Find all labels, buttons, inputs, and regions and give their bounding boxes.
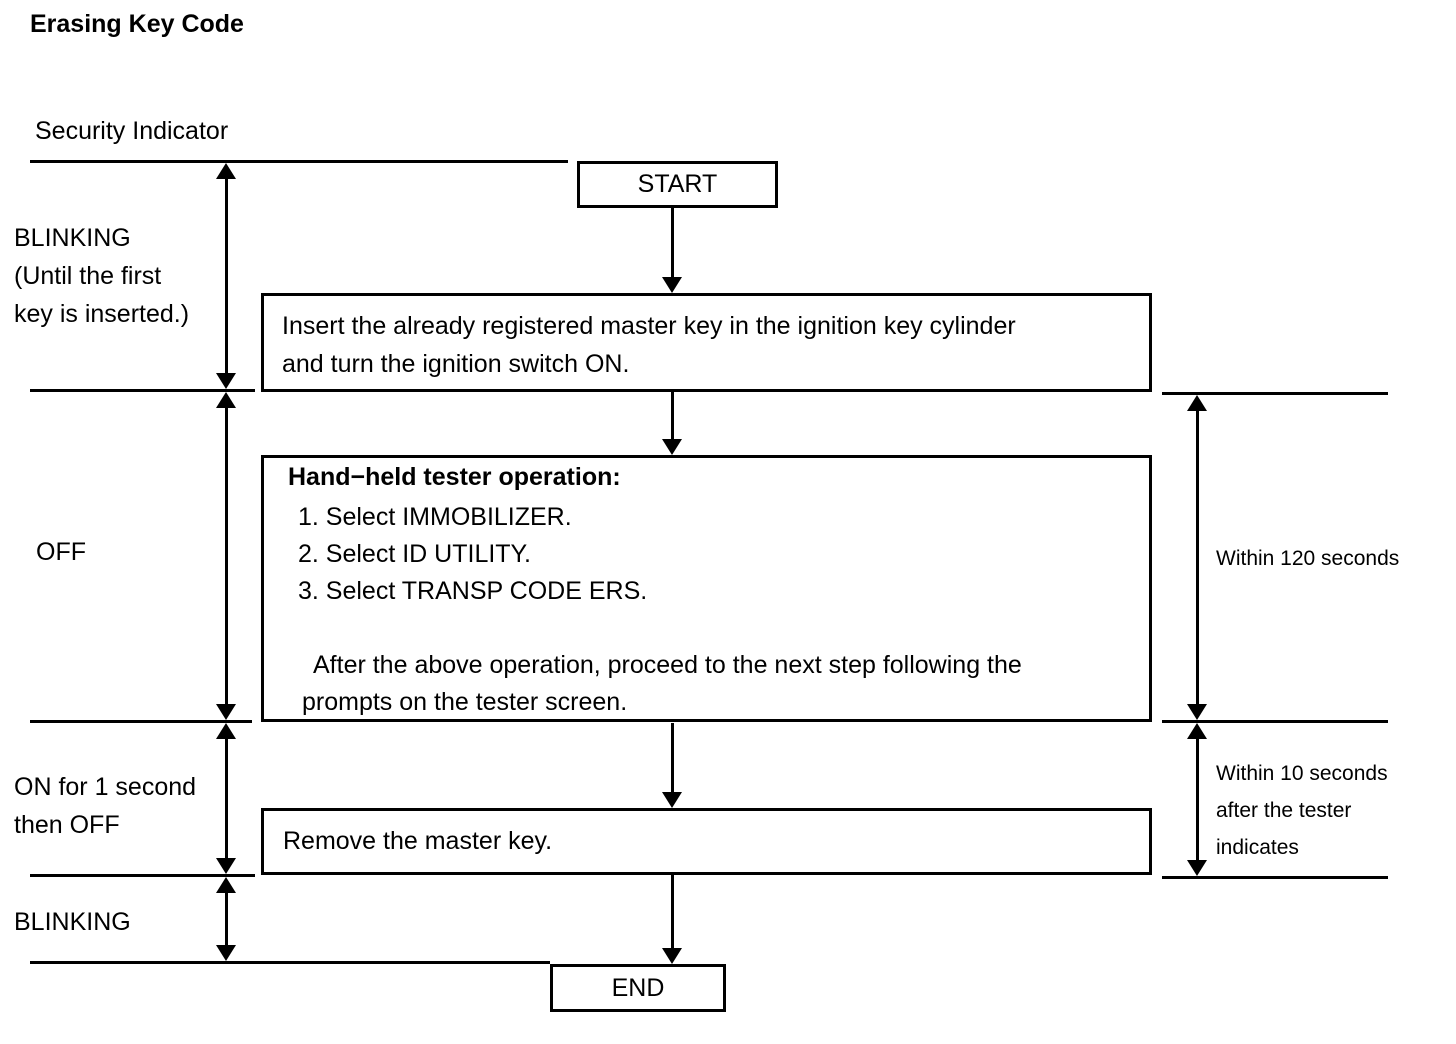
arrowhead-down-icon: [216, 858, 236, 874]
end-box: END: [550, 964, 726, 1012]
state-label-off: OFF: [36, 533, 86, 571]
state-label-blinking-initial: BLINKING (Until the first key is inserte…: [14, 219, 189, 333]
arrowhead-down-icon: [662, 277, 682, 293]
flow-arrow-4: [662, 875, 682, 964]
security-indicator-label: Security Indicator: [35, 117, 229, 145]
timeline-line-2: [30, 389, 255, 392]
arrowhead-down-icon: [216, 704, 236, 720]
arrowhead-down-icon: [216, 945, 236, 961]
arrow-stem: [225, 400, 228, 712]
end-label: END: [611, 973, 665, 1002]
timeline-line-top: [30, 160, 568, 163]
state-arrow-off: [216, 392, 236, 720]
arrow-stem: [225, 731, 228, 866]
state-label-line: BLINKING: [14, 908, 131, 936]
arrowhead-down-icon: [1187, 860, 1207, 876]
state-label-on-then-off: ON for 1 second then OFF: [14, 768, 196, 844]
step2-item-1: 1. Select IMMOBILIZER.: [298, 503, 572, 531]
arrowhead-down-icon: [216, 373, 236, 389]
step2-item-2: 2. Select ID UTILITY.: [298, 540, 531, 568]
arrow-stem: [671, 723, 674, 794]
duration-label-line: after the tester: [1216, 799, 1352, 822]
arrow-stem: [1196, 403, 1199, 712]
timeline-line-3: [30, 720, 252, 723]
timeline-line-bottom: [30, 961, 550, 964]
step1-text-line: and turn the ignition switch ON.: [282, 350, 630, 378]
state-label-line: key is inserted.): [14, 300, 190, 328]
duration-label-line: Within 10 seconds: [1216, 762, 1388, 785]
step2-note-line: After the above operation, proceed to th…: [313, 651, 1022, 679]
arrowhead-down-icon: [1187, 704, 1207, 720]
step2-heading: Hand−held tester operation:: [288, 463, 621, 491]
duration-label-120s: Within 120 seconds: [1216, 540, 1399, 577]
step3-box: Remove the master key.: [261, 808, 1152, 875]
arrow-stem: [671, 208, 674, 279]
arrow-stem: [1196, 731, 1199, 868]
flow-arrow-2: [662, 392, 682, 455]
state-arrow-on-then-off: [216, 723, 236, 874]
state-label-line: then OFF: [14, 811, 120, 839]
step3-text-line: Remove the master key.: [283, 827, 553, 855]
start-label: START: [637, 170, 718, 198]
arrow-stem: [225, 171, 228, 381]
state-label-line: ON for 1 second: [14, 773, 197, 801]
duration-line-bottom: [1162, 876, 1388, 879]
duration-line-top: [1162, 392, 1388, 395]
arrowhead-down-icon: [662, 792, 682, 808]
duration-arrow-10s: [1187, 723, 1207, 876]
arrow-stem: [671, 875, 674, 950]
step1-text-line: Insert the already registered master key…: [282, 312, 1016, 340]
step2-note-line: prompts on the tester screen.: [302, 688, 628, 716]
duration-label-10s: Within 10 seconds after the tester indic…: [1216, 755, 1388, 866]
state-label-line: BLINKING: [14, 224, 131, 252]
start-box: START: [577, 161, 778, 208]
step1-box: Insert the already registered master key…: [261, 293, 1152, 392]
state-arrow-blinking-final: [216, 877, 236, 961]
state-arrow-blinking-initial: [216, 163, 236, 389]
arrow-stem: [671, 392, 674, 441]
duration-line-mid: [1162, 720, 1388, 723]
state-label-blinking-final: BLINKING: [14, 903, 131, 941]
timeline-line-4: [30, 874, 255, 877]
flow-arrow-3: [662, 723, 682, 808]
arrow-stem: [225, 885, 228, 953]
duration-label-line: indicates: [1216, 836, 1299, 859]
page-title: Erasing Key Code: [30, 10, 244, 38]
duration-label-line: Within 120 seconds: [1216, 547, 1400, 570]
duration-arrow-120s: [1187, 395, 1207, 720]
state-label-line: OFF: [36, 538, 86, 566]
step2-box: Hand−held tester operation: 1. Select IM…: [261, 455, 1152, 722]
flow-arrow-1: [662, 208, 682, 293]
step2-item-3: 3. Select TRANSP CODE ERS.: [298, 577, 648, 605]
state-label-line: (Until the first: [14, 262, 162, 290]
arrowhead-down-icon: [662, 439, 682, 455]
arrowhead-down-icon: [662, 948, 682, 964]
